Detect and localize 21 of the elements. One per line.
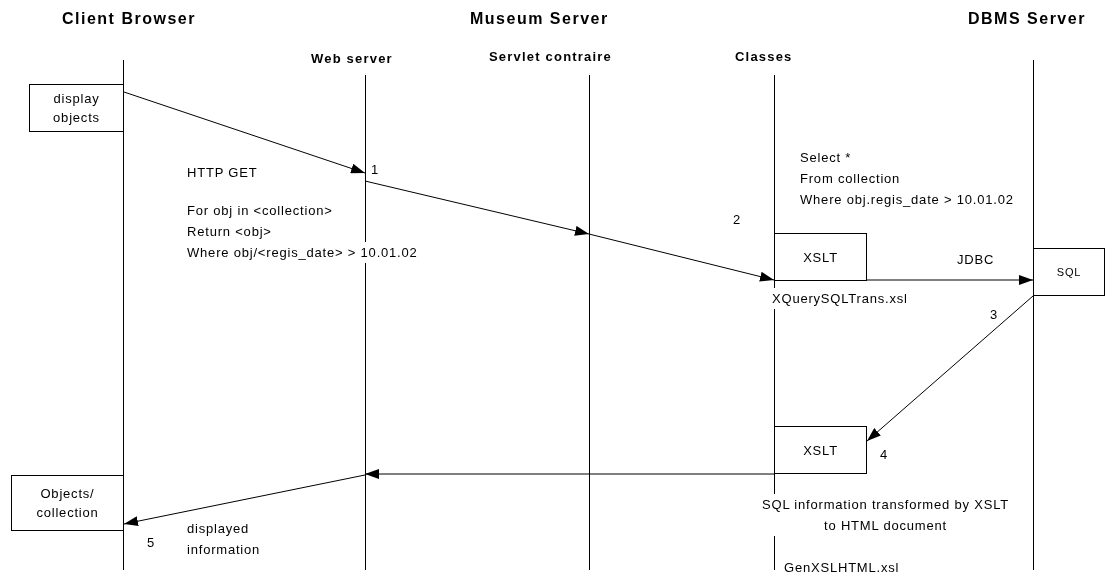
arrow	[364, 469, 775, 479]
process-box: Objects/ collection	[11, 475, 124, 531]
lane-heading: Client Browser	[62, 9, 196, 29]
arrow	[866, 275, 1034, 285]
arrow	[588, 233, 775, 282]
arrow	[866, 295, 1034, 442]
process-box: SQL	[1033, 248, 1105, 296]
lifeline	[589, 75, 590, 570]
lane-heading: DBMS Server	[968, 9, 1086, 29]
arrow	[123, 91, 366, 174]
lifeline-heading: Web server	[311, 50, 393, 68]
file-name: XQuerySQLTrans.xsl	[772, 288, 908, 309]
process-box: XSLT	[774, 426, 867, 474]
lifeline-heading: Servlet contraire	[489, 48, 612, 66]
lifeline	[365, 75, 366, 570]
arrow	[364, 180, 590, 236]
lifeline-heading: Classes	[735, 48, 793, 66]
process-box: display objects	[29, 84, 124, 132]
lane-heading: Museum Server	[470, 9, 609, 29]
process-box: XSLT	[774, 233, 867, 281]
arrow	[123, 474, 366, 527]
